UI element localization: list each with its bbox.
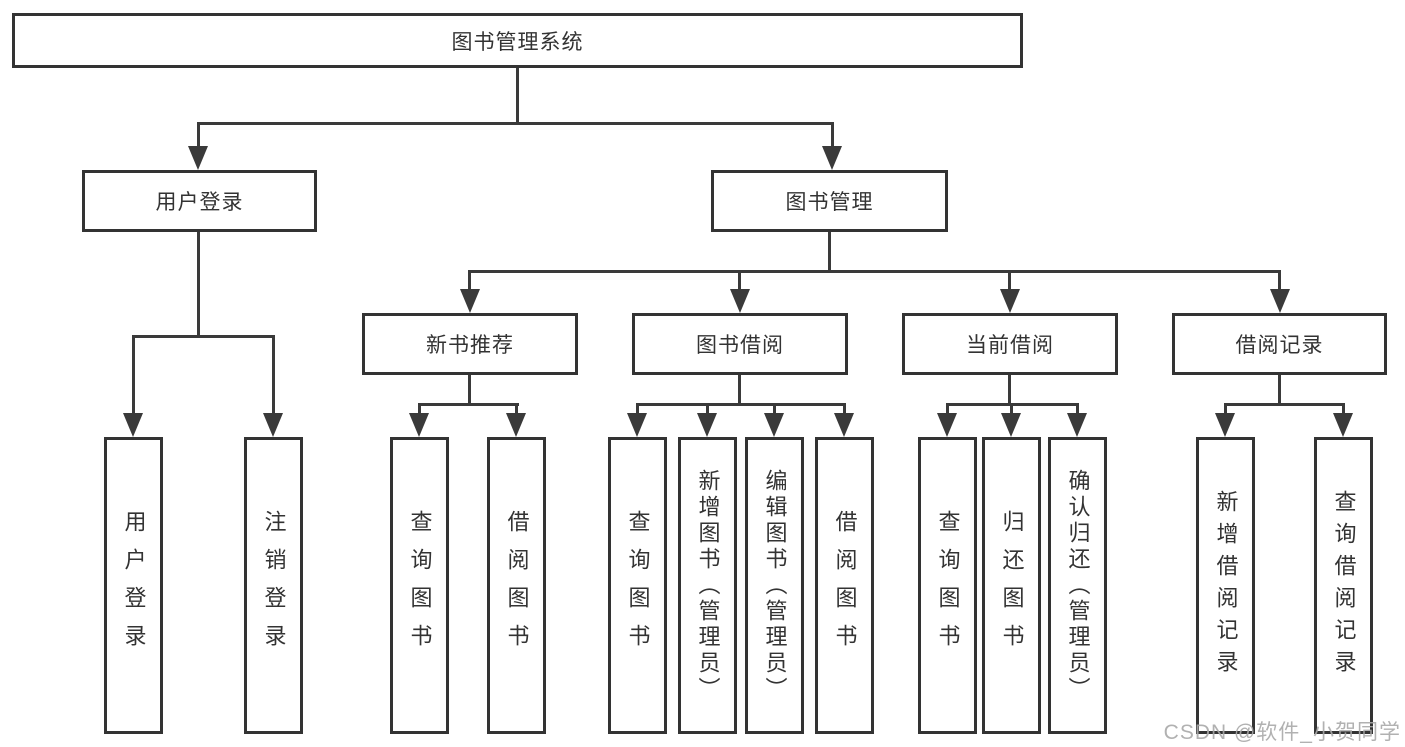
leaf-borrow-query-books-label: 查询图书	[625, 509, 651, 662]
connector-line	[1010, 403, 1013, 417]
connector-line	[1278, 375, 1281, 406]
node-new-book-recommend: 新书推荐	[362, 313, 578, 375]
leaf-newbook-query-books: 查询图书	[390, 437, 449, 734]
leaf-current-query-books-label: 查询图书	[935, 509, 961, 662]
connector-line	[738, 375, 741, 406]
connector-line	[516, 68, 519, 125]
connector-line	[468, 375, 471, 406]
connector-line	[946, 403, 949, 417]
connector-line	[418, 403, 519, 406]
leaf-logout-label: 注销登录	[261, 509, 287, 662]
connector-line	[1342, 403, 1345, 417]
leaf-logout: 注销登录	[244, 437, 303, 734]
arrow-down-icon	[1270, 289, 1290, 313]
connector-line	[418, 403, 421, 417]
arrow-down-icon	[1001, 413, 1021, 437]
node-current-borrow: 当前借阅	[902, 313, 1118, 375]
arrow-down-icon	[834, 413, 854, 437]
connector-line	[515, 403, 518, 417]
arrow-down-icon	[1215, 413, 1235, 437]
connector-line	[197, 122, 200, 150]
arrow-down-icon	[263, 413, 283, 437]
leaf-add-book-admin-label: 新增图书（管理员）	[695, 468, 721, 703]
leaf-edit-book-admin: 编辑图书（管理员）	[745, 437, 804, 734]
leaf-confirm-return-admin-label: 确认归还（管理员）	[1065, 468, 1091, 703]
leaf-borrow-borrow-books: 借阅图书	[815, 437, 874, 734]
leaf-borrow-query-books: 查询图书	[608, 437, 667, 734]
arrow-down-icon	[123, 413, 143, 437]
node-borrow-records: 借阅记录	[1172, 313, 1387, 375]
node-root-label: 图书管理系统	[451, 30, 584, 54]
node-borrow-records-label: 借阅记录	[1235, 334, 1324, 357]
connector-line	[468, 270, 1281, 273]
connector-line	[1076, 403, 1079, 417]
leaf-add-borrow-record-label: 新增借阅记录	[1213, 489, 1239, 682]
leaf-user-login-label: 用户登录	[121, 509, 147, 662]
node-book-borrow: 图书借阅	[632, 313, 848, 375]
leaf-query-borrow-record: 查询借阅记录	[1314, 437, 1373, 734]
connector-line	[843, 403, 846, 417]
node-root: 图书管理系统	[12, 13, 1023, 68]
connector-line	[1008, 375, 1011, 406]
csdn-watermark: CSDN @软件_小贺同学	[1163, 721, 1401, 744]
connector-line	[132, 335, 275, 338]
connector-line	[468, 270, 471, 292]
leaf-confirm-return-admin: 确认归还（管理员）	[1048, 437, 1107, 734]
node-new-book-recommend-label: 新书推荐	[426, 334, 514, 357]
arrow-down-icon	[506, 413, 526, 437]
leaf-query-borrow-record-label: 查询借阅记录	[1331, 489, 1357, 682]
arrow-down-icon	[822, 146, 842, 170]
arrow-down-icon	[188, 146, 208, 170]
arrow-down-icon	[460, 289, 480, 313]
arrow-down-icon	[627, 413, 647, 437]
arrow-down-icon	[1000, 289, 1020, 313]
connector-line	[738, 270, 741, 292]
leaf-borrow-borrow-books-label: 借阅图书	[832, 509, 858, 662]
connector-line	[197, 232, 200, 338]
arrow-down-icon	[730, 289, 750, 313]
leaf-add-book-admin: 新增图书（管理员）	[678, 437, 737, 734]
arrow-down-icon	[697, 413, 717, 437]
connector-line	[132, 335, 135, 417]
connector-line	[706, 403, 709, 417]
arrow-down-icon	[764, 413, 784, 437]
connector-line	[272, 335, 275, 417]
node-user-login-label: 用户登录	[155, 191, 244, 214]
connector-line	[636, 403, 846, 406]
leaf-newbook-query-books-label: 查询图书	[407, 509, 433, 662]
arrow-down-icon	[937, 413, 957, 437]
leaf-return-books: 归还图书	[982, 437, 1041, 734]
node-book-management: 图书管理	[711, 170, 948, 232]
node-book-borrow-label: 图书借阅	[696, 334, 784, 357]
connector-line	[636, 403, 639, 417]
connector-line	[1224, 403, 1345, 406]
node-user-login: 用户登录	[82, 170, 317, 232]
leaf-current-query-books: 查询图书	[918, 437, 977, 734]
connector-line	[1008, 270, 1011, 292]
node-book-management-label: 图书管理	[785, 191, 874, 214]
leaf-edit-book-admin-label: 编辑图书（管理员）	[762, 468, 788, 703]
connector-line	[1278, 270, 1281, 292]
leaf-add-borrow-record: 新增借阅记录	[1196, 437, 1255, 734]
arrow-down-icon	[1067, 413, 1087, 437]
node-current-borrow-label: 当前借阅	[966, 334, 1054, 357]
connector-line	[831, 122, 834, 150]
arrow-down-icon	[1333, 413, 1353, 437]
leaf-newbook-borrow-books-label: 借阅图书	[504, 509, 530, 662]
connector-line	[197, 122, 834, 125]
leaf-newbook-borrow-books: 借阅图书	[487, 437, 546, 734]
leaf-return-books-label: 归还图书	[999, 509, 1025, 662]
arrow-down-icon	[409, 413, 429, 437]
connector-line	[828, 232, 831, 272]
leaf-user-login: 用户登录	[104, 437, 163, 734]
connector-line	[773, 403, 776, 417]
connector-line	[1224, 403, 1227, 417]
